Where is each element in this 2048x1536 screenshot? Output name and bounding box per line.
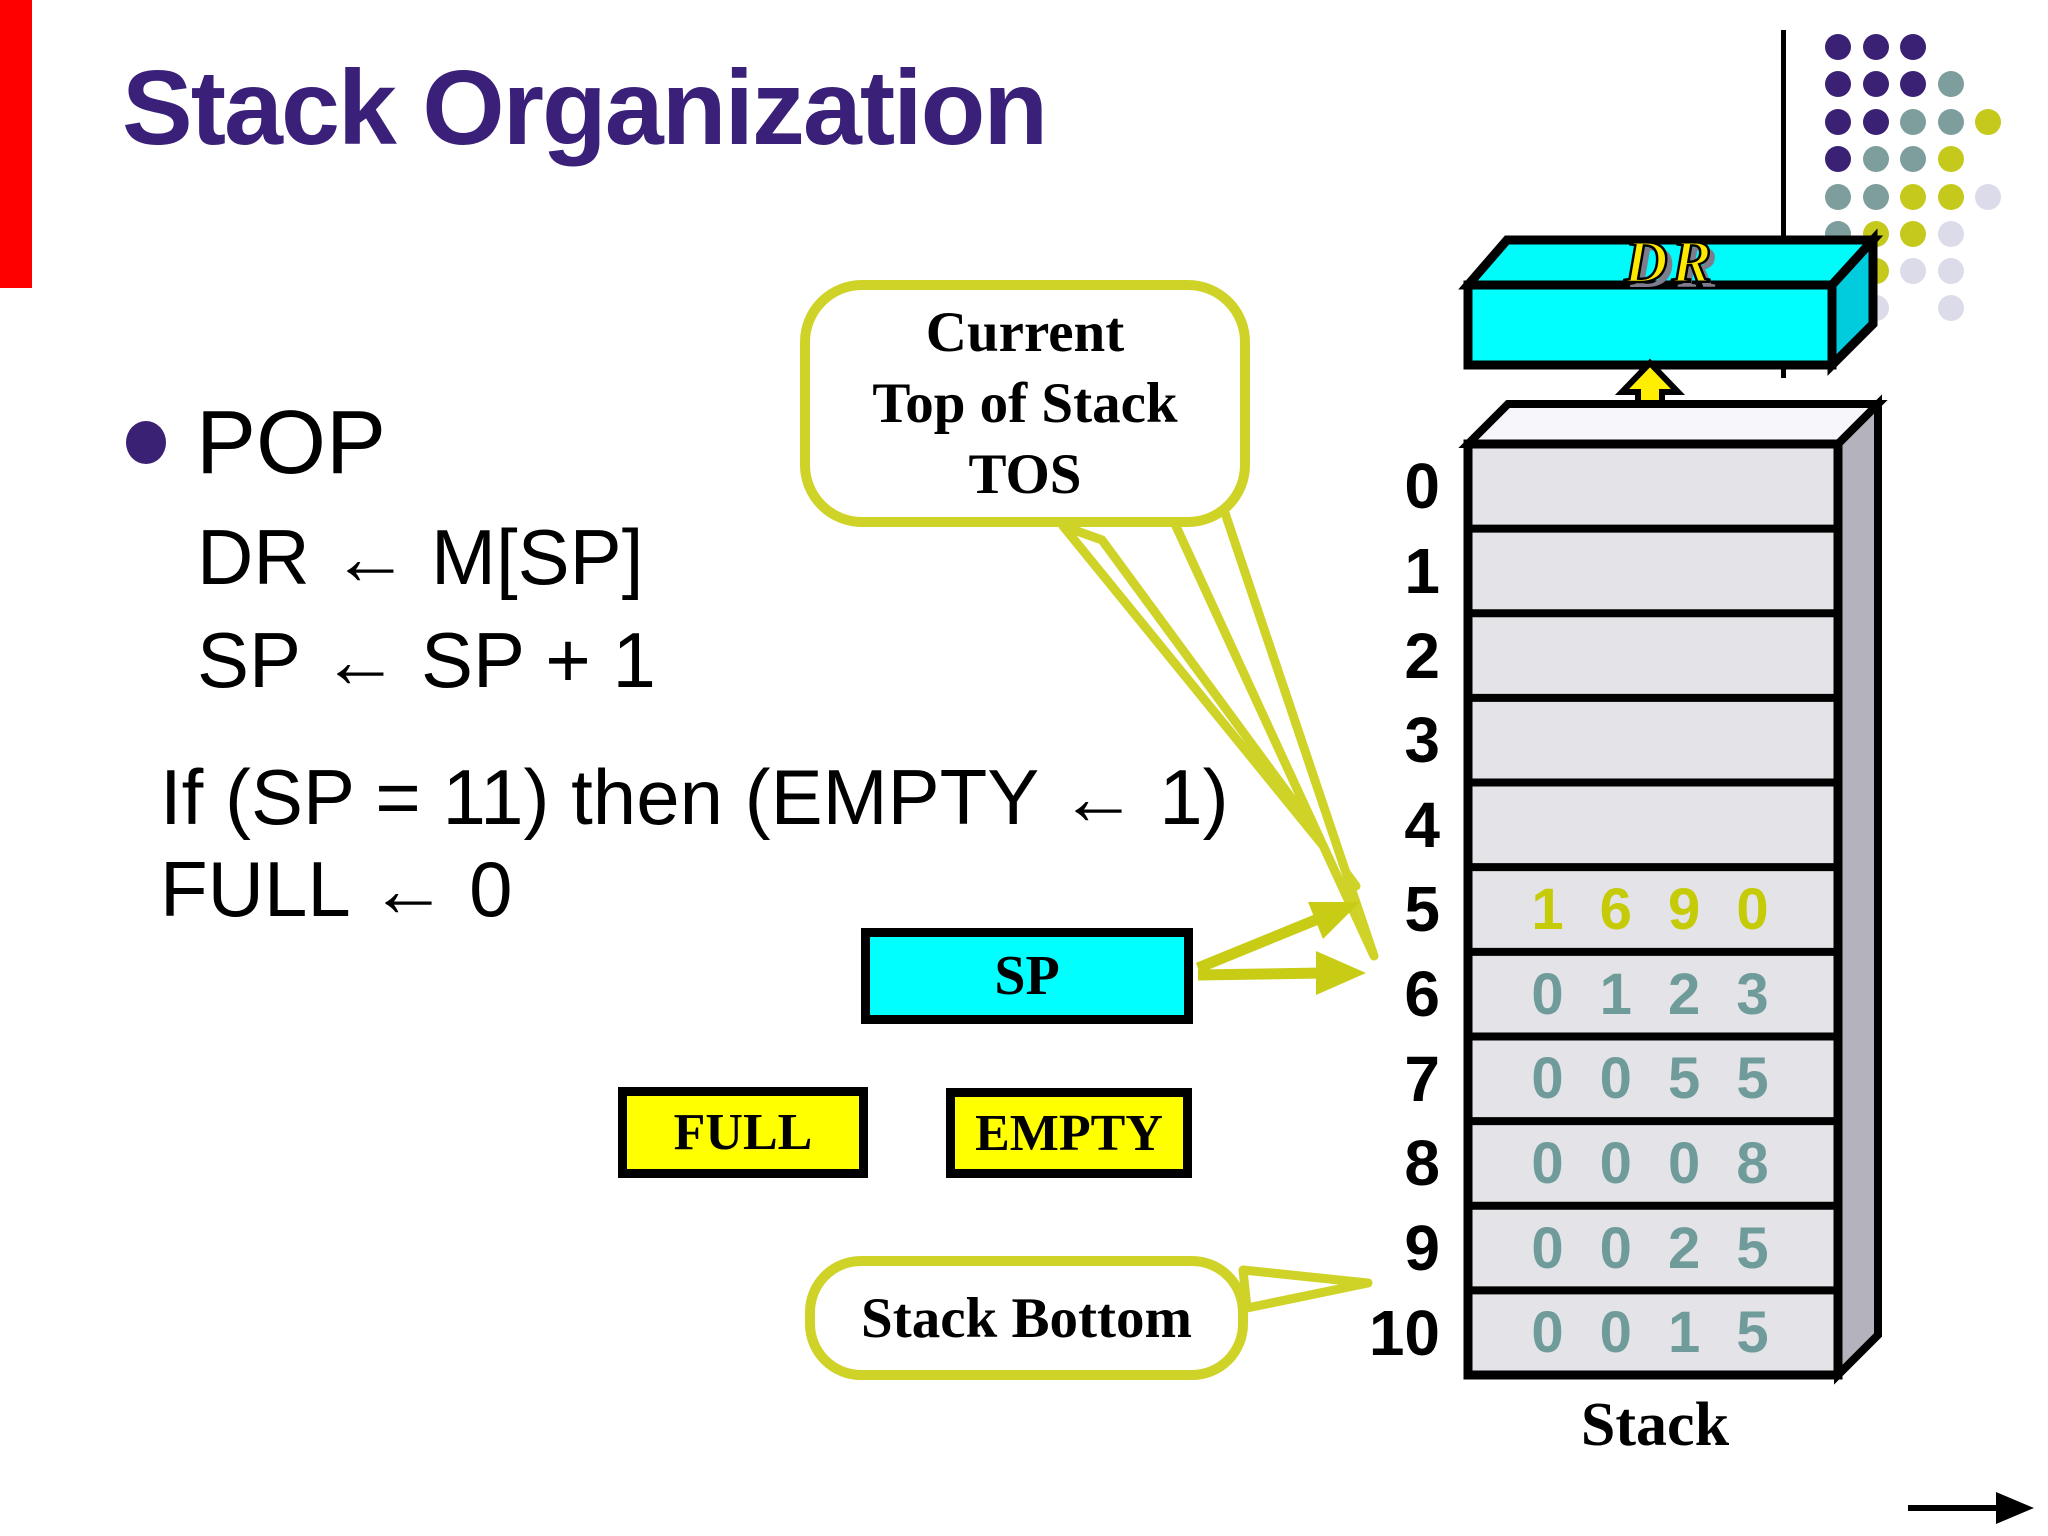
decor-dot-icon <box>1863 34 1889 60</box>
stack-row-label: 5 <box>1404 873 1440 946</box>
decor-dot-icon <box>1975 184 2001 210</box>
stack-row-label: 9 <box>1404 1212 1440 1285</box>
decor-dot-icon <box>1938 221 1964 247</box>
vertical-rule <box>1781 30 1786 378</box>
tos-callout-line: Top of Stack <box>872 372 1178 435</box>
decor-dot-icon <box>1938 109 1964 135</box>
next-slide-arrow-icon[interactable] <box>1908 1492 2034 1524</box>
tos-callout-line: TOS <box>968 443 1082 506</box>
empty-flag-label: EMPTY <box>975 1104 1163 1162</box>
decor-dot-icon <box>1825 34 1851 60</box>
stack-row-value: 0 0 1 5 <box>1531 1300 1779 1366</box>
stack-caption: Stack <box>1580 1391 1730 1459</box>
stack-row-label: 10 <box>1368 1296 1440 1369</box>
bullet-heading: POP <box>196 393 387 493</box>
stack-row-value: 0 1 2 3 <box>1531 961 1779 1027</box>
stack-bottom-callout-text: Stack Bottom <box>861 1286 1192 1350</box>
stack-row-label: 2 <box>1404 619 1440 692</box>
stack-row-value: 0 0 0 8 <box>1531 1130 1779 1196</box>
stack-row-value: 1 6 9 0 <box>1531 876 1779 942</box>
tos-callout-tail-left <box>1058 521 1361 891</box>
decor-dot-icon <box>1863 146 1889 172</box>
sp-register-box: SP <box>861 928 1193 1024</box>
pseudocode-line: SP ← SP + 1 <box>197 616 656 704</box>
stack-row-value: 0 0 2 5 <box>1531 1215 1779 1281</box>
stack-bottom-callout-bubble: Stack Bottom <box>805 1256 1248 1380</box>
decor-dot-icon <box>1900 34 1926 60</box>
decor-dot-icon <box>1825 184 1851 210</box>
decor-dot-icon <box>1900 146 1926 172</box>
decor-dot-icon <box>1900 184 1926 210</box>
sp-arrow-to-row5 <box>1195 902 1360 974</box>
full-flag-label: FULL <box>673 1104 813 1161</box>
decor-dot-icon <box>1900 258 1926 284</box>
empty-flag-box: EMPTY <box>946 1088 1192 1178</box>
dr-register-box <box>1458 228 1884 376</box>
decor-dot-icon <box>1900 221 1926 247</box>
full-flag-box: FULL <box>618 1087 868 1178</box>
decor-dot-icon <box>1900 71 1926 97</box>
bottom-callout-tail <box>1238 1265 1373 1313</box>
tos-callout-bubble: Current Top of Stack TOS <box>800 280 1250 527</box>
stack-row-label: 3 <box>1404 704 1440 777</box>
stack-row-value: 0 0 5 5 <box>1531 1046 1779 1112</box>
slide-title: Stack Organization <box>122 49 1048 167</box>
stack-row-separators <box>1468 524 1838 1295</box>
decor-dot-icon <box>1900 109 1926 135</box>
decor-dot-icon <box>1938 258 1964 284</box>
decor-dot-icon <box>1825 71 1851 97</box>
decor-dot-icon <box>1938 295 1964 321</box>
sp-arrow-to-row6 <box>1197 951 1366 995</box>
stack-3d-body <box>1458 394 1888 1385</box>
decor-dot-icon <box>1938 71 1964 97</box>
decor-dot-icon <box>1938 184 1964 210</box>
pseudocode-line: If (SP = 11) then (EMPTY ← 1) <box>160 753 1229 841</box>
stack-row-label: 4 <box>1404 788 1440 861</box>
stack-row-label: 7 <box>1404 1042 1440 1115</box>
tos-callout-line: Current <box>925 301 1125 364</box>
red-edge-bar <box>0 0 32 288</box>
stack-row-label: 8 <box>1404 1127 1440 1200</box>
decor-dot-icon <box>1975 109 2001 135</box>
pseudocode-line: FULL ← 0 <box>160 845 513 933</box>
bullet-icon <box>126 421 166 464</box>
decor-dot-icon <box>1863 184 1889 210</box>
dr-register-label: DR <box>1623 228 1716 297</box>
stack-row-label: 6 <box>1404 958 1440 1031</box>
pseudocode-line: DR ← M[SP] <box>197 513 644 601</box>
sp-register-label: SP <box>994 945 1060 1007</box>
stack-row-label: 1 <box>1404 534 1440 607</box>
stack-row-label: 0 <box>1404 450 1440 523</box>
decor-dot-icon <box>1938 146 1964 172</box>
decor-dot-icon <box>1863 71 1889 97</box>
decor-dot-icon <box>1863 109 1889 135</box>
decor-dot-icon <box>1825 146 1851 172</box>
decor-dot-icon <box>1825 109 1851 135</box>
